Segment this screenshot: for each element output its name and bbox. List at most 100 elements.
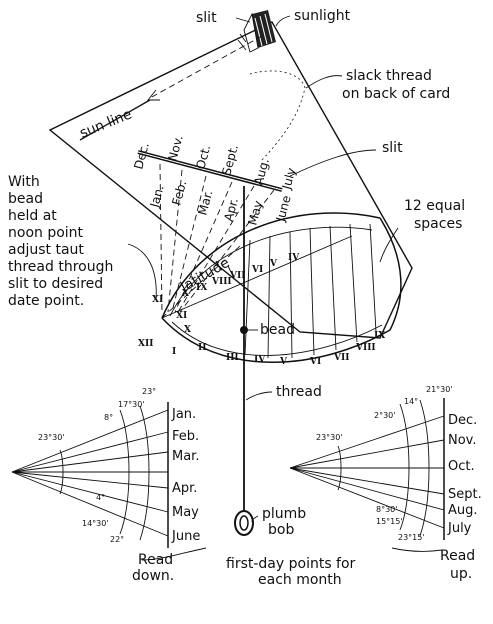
- right-angle-6: 23°15': [398, 533, 425, 542]
- numeral-inner-1: II: [198, 343, 206, 353]
- bead-label: bead: [260, 322, 295, 338]
- numeral-outer-2: X: [182, 289, 189, 299]
- left-angle-4: 4°: [96, 493, 105, 502]
- left-angle-2: 8°: [104, 413, 113, 422]
- right-month-4: Aug.: [448, 503, 478, 518]
- numeral-outer-1: XI: [152, 295, 163, 305]
- left-month-1: Feb.: [172, 429, 199, 444]
- hour-dial: XII XI X IX VIII VII VI V IV I II III IV…: [138, 186, 402, 536]
- right-month-3: Sept.: [448, 487, 482, 502]
- instruction-line-1: bead: [8, 191, 43, 207]
- right-month-2: Oct.: [448, 459, 475, 474]
- left-angle-0: 23°: [142, 387, 156, 396]
- right-month-scale: Dec. Nov. Oct. Sept. Aug. July 21°30' 14…: [289, 385, 482, 542]
- plumb-bob: [234, 510, 254, 536]
- right-angle-2: 2°30': [374, 411, 395, 420]
- thread-label: thread: [276, 384, 322, 400]
- read-down-line2: down.: [132, 568, 174, 584]
- right-month-1: Nov.: [448, 433, 477, 448]
- left-angle-1: 17°30': [118, 400, 145, 409]
- numeral-inner-10: XI: [176, 311, 187, 321]
- card-month-june: June: [273, 194, 294, 224]
- numeral-inner-5: VI: [309, 357, 321, 367]
- read-up-line2: up.: [450, 566, 472, 582]
- card-month-labels: Dec. Nov. Oct. Sept. Aug. July Jan. Feb.…: [131, 134, 298, 227]
- card-month-apr: Apr.: [221, 196, 241, 222]
- instruction-line-3: noon point: [8, 225, 84, 241]
- card-month-dec: Dec.: [131, 141, 152, 171]
- date-lines: [159, 163, 275, 313]
- numeral-outer-0: XII: [138, 339, 153, 349]
- left-month-0: Jan.: [171, 407, 196, 422]
- card-month-nov: Nov.: [165, 134, 185, 163]
- first-day-line1: first-day points for: [226, 556, 356, 572]
- right-angle-5: 15°15': [376, 517, 403, 526]
- plumb-bob-line2: bob: [268, 522, 294, 538]
- left-month-5: June: [171, 529, 200, 544]
- slit-bar: [137, 150, 283, 192]
- sun-line-ray: [149, 35, 263, 99]
- leaders: [127, 15, 443, 561]
- numeral-outer-8: IV: [288, 253, 300, 263]
- right-month-5: July: [447, 521, 472, 536]
- instruction-line-0: With: [8, 174, 40, 190]
- left-month-4: May: [172, 505, 199, 520]
- numeral-inner-7: VIII: [355, 343, 376, 353]
- slack-thread-line1: slack thread: [346, 68, 432, 84]
- slit-mid-label: slit: [382, 140, 403, 156]
- card: [48, 10, 413, 339]
- instruction-text: With bead held at noon point adjust taut…: [8, 174, 128, 310]
- instruction-line-6: slit to desired: [8, 276, 104, 292]
- left-angle-3: 23°30': [38, 433, 65, 442]
- numeral-outer-5: VII: [229, 271, 245, 281]
- numeral-inner-6: VII: [333, 353, 349, 363]
- card-month-sept: Sept.: [219, 143, 241, 177]
- card-month-jan: Jan.: [147, 184, 167, 210]
- numeral-outer-3: IX: [196, 283, 207, 293]
- right-angle-1: 14°: [404, 397, 418, 406]
- sun-line-label: sun line: [78, 106, 135, 141]
- equal-spaces-line1: 12 equal: [404, 198, 465, 214]
- left-angle-5: 14°30': [82, 519, 109, 528]
- sunlight-label: sunlight: [294, 8, 351, 24]
- left-month-3: Apr.: [172, 481, 197, 496]
- card-month-may: May: [245, 199, 265, 227]
- right-month-0: Dec.: [448, 413, 477, 428]
- slit-top-label: slit: [196, 10, 217, 26]
- equal-spaces-line2: spaces: [414, 216, 462, 232]
- plumb-bob-line1: plumb: [262, 506, 306, 522]
- numeral-inner-9: X: [184, 325, 191, 335]
- numeral-outer-7: V: [269, 259, 278, 269]
- numeral-outer-6: VI: [251, 265, 263, 275]
- bead-dot: [240, 326, 248, 334]
- read-down-line1: Read: [138, 552, 173, 568]
- left-month-scale: Jan. Feb. Mar. Apr. May June 23° 17°30' …: [11, 387, 200, 548]
- right-angle-4: 8°30': [376, 505, 397, 514]
- first-day-line2: each month: [258, 572, 342, 588]
- numeral-inner-3: IV: [254, 355, 266, 365]
- slack-thread-path: [249, 70, 306, 161]
- numeral-inner-8: IX: [374, 331, 385, 341]
- instruction-line-7: date point.: [8, 293, 85, 309]
- instruction-line-4: adjust taut: [8, 242, 84, 258]
- card-month-feb: Feb.: [169, 179, 189, 207]
- card-month-july: July: [279, 166, 298, 191]
- instruction-line-5: thread through: [8, 259, 114, 275]
- numeral-inner-4: V: [279, 357, 288, 367]
- card-month-mar: Mar.: [195, 189, 215, 217]
- right-angle-0: 21°30': [426, 385, 453, 394]
- left-month-2: Mar.: [172, 449, 199, 464]
- card-month-aug: Aug.: [251, 157, 272, 187]
- read-up-line1: Read: [440, 548, 475, 564]
- numeral-inner-2: III: [226, 353, 239, 363]
- instruction-line-2: held at: [8, 208, 57, 224]
- card-month-oct: Oct.: [193, 143, 213, 170]
- left-angle-6: 22°: [110, 535, 124, 544]
- numeral-outer-4: VIII: [211, 277, 232, 287]
- slack-thread-line2: on back of card: [342, 86, 450, 102]
- right-angle-3: 23°30': [316, 433, 343, 442]
- numeral-inner-0: I: [172, 347, 176, 357]
- sun-line: [79, 99, 151, 141]
